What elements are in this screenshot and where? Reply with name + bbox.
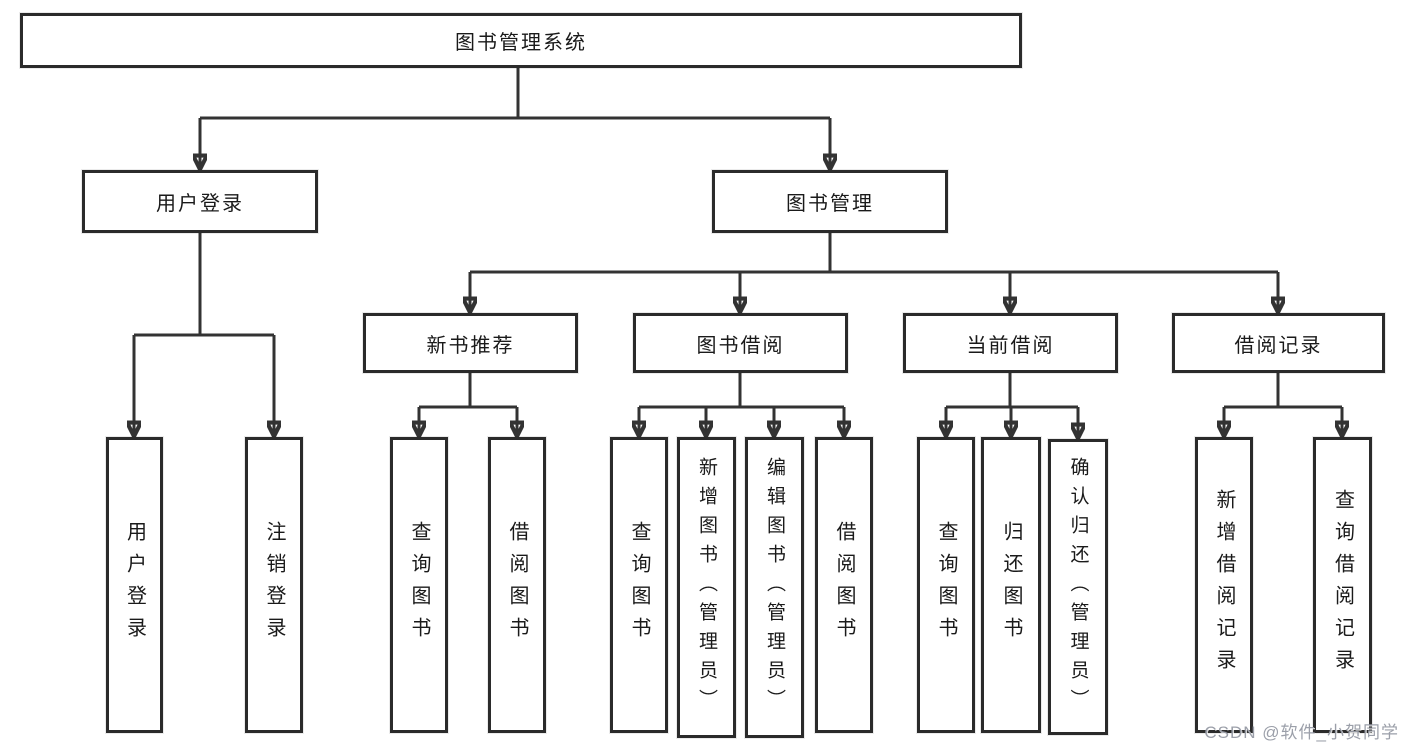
node-borrowing-records: 借阅记录 xyxy=(1172,313,1385,373)
node-label: 注销登录 xyxy=(263,521,285,649)
node-label: 查询借阅记录 xyxy=(1331,489,1354,681)
node-new-book-recommendation: 新书推荐 xyxy=(363,313,578,373)
node-book-borrowing: 图书借阅 xyxy=(633,313,848,373)
node-confirm-return-admin: 确认归还（管理员） xyxy=(1048,439,1108,735)
node-query-books-current: 查询图书 xyxy=(917,437,975,733)
node-label: 新增借阅记录 xyxy=(1213,489,1235,681)
node-query-books-borrowing: 查询图书 xyxy=(610,437,668,733)
node-add-book-admin: 新增图书（管理员） xyxy=(677,437,736,738)
node-label: 用户登录 xyxy=(123,521,146,649)
node-label: 查询图书 xyxy=(408,521,430,649)
node-label: 新增图书（管理员） xyxy=(696,457,717,718)
node-current-borrowing: 当前借阅 xyxy=(903,313,1118,373)
node-borrow-books-recommend: 借阅图书 xyxy=(488,437,546,733)
node-return-books: 归还图书 xyxy=(981,437,1041,733)
csdn-watermark: CSDN @软件_小贺同学 xyxy=(1204,723,1399,742)
node-query-books-recommend: 查询图书 xyxy=(390,437,448,733)
node-label: 查询图书 xyxy=(935,521,957,649)
node-label: 借阅图书 xyxy=(506,521,528,649)
connector-trunk-lines xyxy=(134,68,1342,409)
node-add-borrow-record: 新增借阅记录 xyxy=(1195,437,1253,733)
node-user-login: 用户登录 xyxy=(82,170,318,233)
node-edit-book-admin: 编辑图书（管理员） xyxy=(745,437,804,738)
node-label: 查询图书 xyxy=(628,521,650,649)
node-label: 编辑图书（管理员） xyxy=(764,457,785,718)
node-label: 借阅图书 xyxy=(833,521,855,649)
node-user-login-leaf: 用户登录 xyxy=(106,437,163,733)
node-library-management-system: 图书管理系统 xyxy=(20,13,1022,68)
node-borrow-books-borrowing: 借阅图书 xyxy=(815,437,873,733)
node-book-management: 图书管理 xyxy=(712,170,948,233)
node-label: 归还图书 xyxy=(1000,521,1022,649)
node-query-borrow-record: 查询借阅记录 xyxy=(1313,437,1372,733)
node-logout: 注销登录 xyxy=(245,437,303,733)
node-label: 确认归还（管理员） xyxy=(1067,456,1089,718)
